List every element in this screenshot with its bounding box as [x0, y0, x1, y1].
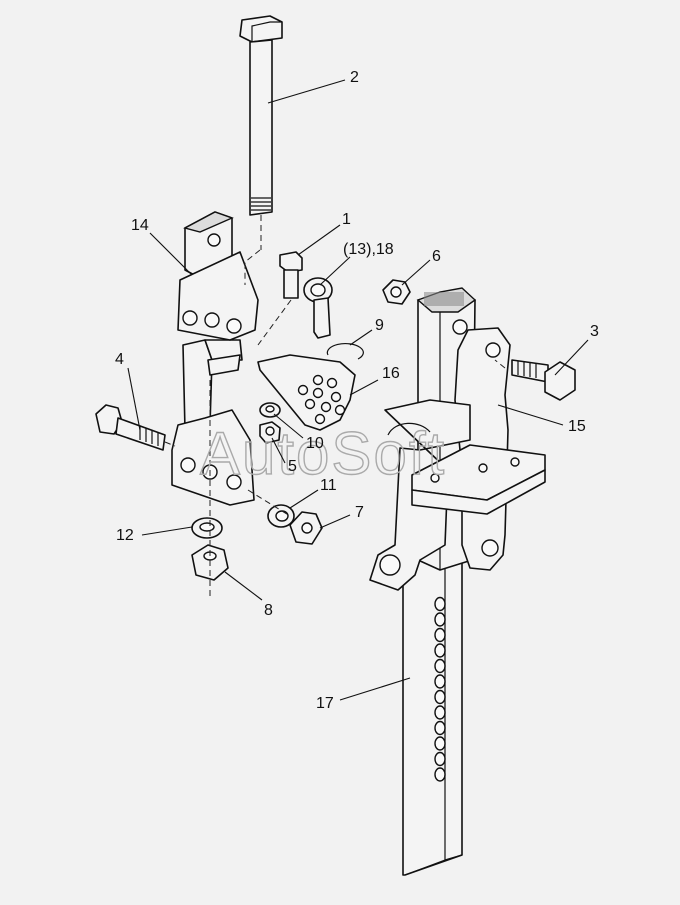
bar-hole: [434, 643, 446, 658]
part-15-bracket: [369, 287, 546, 591]
callout-8: 8: [264, 602, 273, 619]
callout-3: 3: [590, 323, 599, 340]
part-4-bolt: [95, 404, 166, 451]
part-14-bracket: [171, 211, 259, 506]
part-1-bolt: [279, 251, 303, 299]
bar-hole: [434, 689, 446, 705]
part-11-washer: [267, 504, 295, 528]
callout-7: 7: [355, 504, 364, 521]
part-2-long-bolt: [239, 15, 283, 216]
part-12-washer: [191, 517, 223, 539]
callout-9: 9: [375, 317, 384, 334]
bar-hole: [434, 751, 446, 767]
callout-10: 10: [306, 435, 324, 452]
part-17-bar: [402, 539, 463, 876]
callout-17: 17: [316, 695, 334, 712]
part-9-circlip: [326, 343, 364, 360]
bar-hole: [434, 705, 446, 720]
part-5-nut: [259, 421, 281, 444]
callout-5: 5: [288, 458, 297, 475]
part-7-nut: [289, 511, 323, 545]
bar-hole: [434, 767, 446, 782]
bar-hole: [434, 720, 446, 736]
callout-2: 2: [350, 69, 359, 86]
callout-14: 14: [131, 217, 149, 234]
part-6-nut: [382, 279, 411, 305]
part-18-pin: [303, 277, 333, 339]
callout-1: 1: [342, 211, 351, 228]
watermark-text: AutoSoft: [200, 420, 446, 487]
part-10-washer: [259, 402, 281, 418]
callout-labels: 2 1 (13),18 6 14 9 3 16 15 4 10 5 11 7 1…: [115, 69, 599, 712]
callout-12: 12: [116, 527, 134, 544]
bar-hole: [434, 674, 446, 689]
bar-hole: [434, 627, 446, 643]
callout-13-18: (13),18: [343, 241, 394, 258]
part-3-bolt: [511, 359, 576, 401]
callout-11: 11: [320, 477, 337, 494]
callout-15: 15: [568, 418, 586, 435]
callout-4: 4: [115, 351, 124, 368]
bar-hole: [434, 596, 446, 612]
part-16-plate: [257, 354, 356, 431]
bar-hole: [434, 612, 446, 627]
callout-6: 6: [432, 248, 441, 265]
bar-hole: [434, 736, 446, 751]
callout-16: 16: [382, 365, 400, 382]
assembly-lines: [164, 215, 506, 600]
bar-hole: [434, 658, 446, 674]
